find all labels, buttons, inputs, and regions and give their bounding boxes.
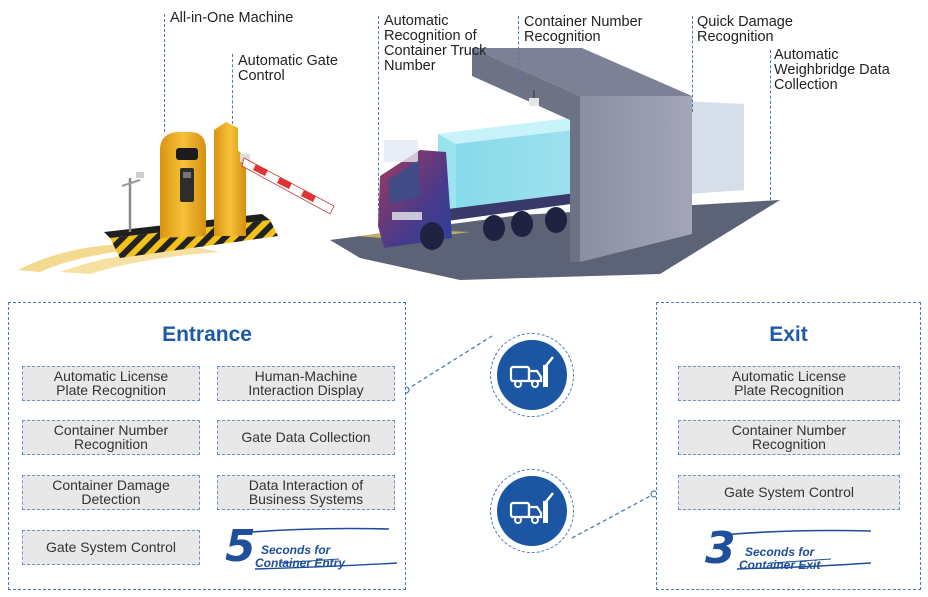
exit-slogan: 3 Seconds for Container Exit (701, 525, 881, 575)
callout-container-number-line2: Recognition (524, 29, 601, 45)
leader-damage (692, 16, 693, 112)
callout-damage-line1: Quick Damage (697, 14, 793, 30)
exit-item-line: Gate System Control (724, 483, 854, 500)
entrance-slogan-line1: Seconds for (261, 543, 331, 557)
exit-item-line: Automatic License (731, 368, 847, 384)
callout-truck-number-line3: Container Truck (384, 43, 487, 59)
callout-truck-number: Automatic Recognition of Container Truck… (384, 14, 486, 74)
callout-gate-control: Automatic Gate Control (238, 54, 338, 84)
entrance-title: Entrance (162, 323, 252, 346)
exit-slogan-number: 3 (705, 523, 736, 574)
exit-item-line: Plate Recognition (734, 381, 844, 398)
callout-gate-control-line2: Control (238, 68, 285, 84)
truck-gate-exit-icon (509, 492, 554, 524)
callout-container-number: Container Number Recognition (524, 15, 642, 45)
entrance-item-line: Recognition (74, 435, 148, 452)
gate-illustration: All-in-One Machine Automatic Gate Contro… (0, 0, 928, 290)
exit-icon-circle (490, 469, 574, 553)
callout-truck-number-line1: Automatic (384, 13, 449, 29)
entrance-slogan-number: 5 (225, 521, 256, 572)
entrance-item-line: Detection (81, 490, 141, 507)
entrance-item-line: Human-Machine (254, 368, 358, 384)
exit-item-line: Recognition (752, 435, 826, 452)
leader-all-in-one (164, 14, 165, 132)
entrance-item-line: Data Interaction of (248, 477, 364, 493)
callout-weighbridge-line3: Collection (774, 77, 838, 93)
scene-graphic (18, 48, 780, 280)
leader-weighbridge (770, 50, 771, 200)
exit-item-line: Container Number (731, 422, 847, 438)
entrance-item-line: Container Damage (52, 477, 170, 493)
callout-all-in-one-text: All-in-One Machine (170, 10, 294, 26)
entrance-item-gate-data: Gate Data Collection (217, 420, 395, 455)
callout-damage: Quick Damage Recognition (697, 15, 793, 45)
exit-title: Exit (769, 323, 808, 346)
entrance-slogan-line2: Container Entry (255, 556, 346, 570)
callout-weighbridge-line1: Automatic (774, 47, 839, 63)
entrance-item-line: Container Number (53, 422, 169, 438)
entry-icon-circle (490, 333, 574, 417)
callout-weighbridge: Automatic Weighbridge Data Collection (774, 48, 890, 93)
exit-slogan-line1: Seconds for (745, 545, 815, 559)
leader-gate-control (232, 54, 233, 124)
entrance-item-line: Business Systems (248, 490, 364, 507)
callout-container-number-line1: Container Number (524, 14, 643, 30)
callout-truck-number-line4: Number (384, 58, 436, 74)
leader-container-number (518, 16, 519, 96)
callout-damage-line2: Recognition (697, 29, 774, 45)
truck-gate-entry-icon (509, 356, 554, 388)
entrance-item-line: Gate Data Collection (241, 428, 371, 445)
entrance-slogan-swoosh (238, 527, 398, 570)
callout-gate-control-line1: Automatic Gate (238, 53, 338, 69)
entrance-item-gate-system-control: Gate System Control (22, 530, 200, 565)
entrance-item-line: Plate Recognition (56, 381, 166, 398)
entrance-item-line: Interaction Display (248, 381, 364, 398)
exit-item-gate-system-control: Gate System Control (678, 475, 900, 510)
callout-all-in-one: All-in-One Machine (170, 11, 293, 26)
callout-truck-number-line2: Recognition of (384, 28, 477, 44)
entrance-item-line: Automatic License (53, 368, 169, 384)
exit-slogan-line2: Container Exit (739, 558, 821, 572)
entrance-item-line: Gate System Control (46, 538, 176, 555)
entrance-slogan: 5 Seconds for Container Entry (219, 523, 399, 573)
callout-weighbridge-line2: Weighbridge Data (774, 62, 890, 78)
exit-slogan-swoosh (720, 529, 872, 570)
leader-truck-number (378, 16, 379, 216)
